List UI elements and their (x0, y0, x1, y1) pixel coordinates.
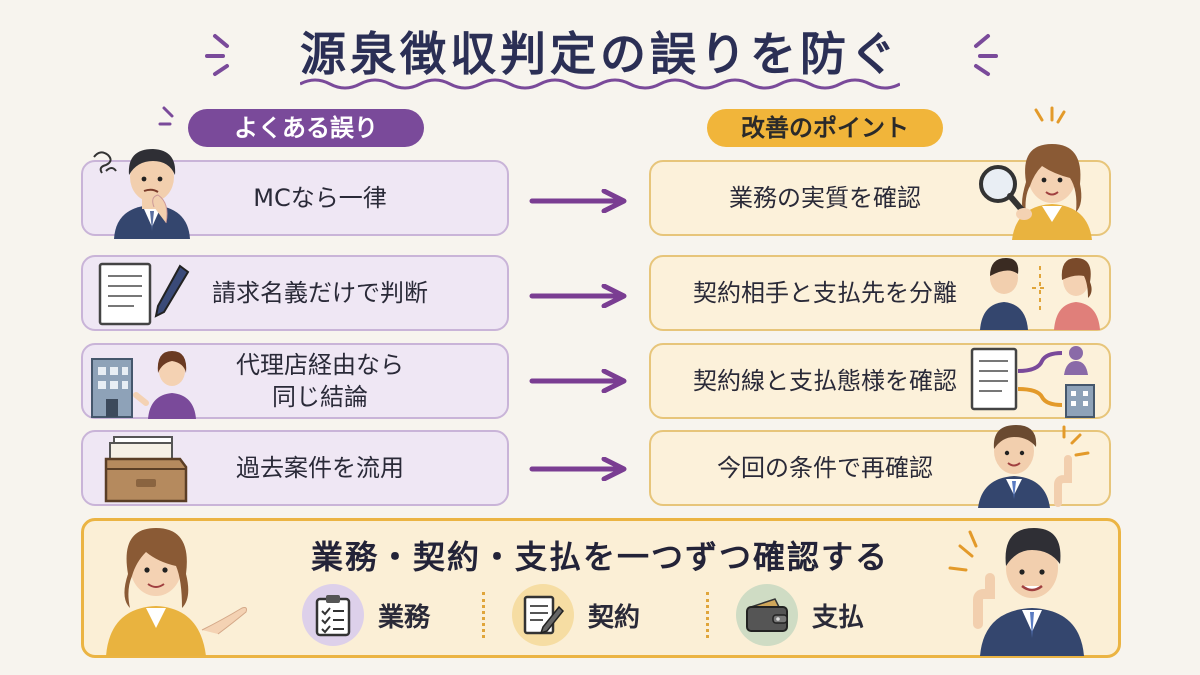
agency-building-woman-icon (91, 351, 196, 419)
two-people-icon (980, 258, 1100, 330)
arrow-4-icon (529, 457, 627, 481)
divider-2 (706, 592, 713, 638)
sparkle-pill-left-icon (158, 106, 174, 126)
woman-presenting-icon (106, 528, 247, 656)
wallet-icon (736, 584, 798, 646)
arrow-3-icon (529, 369, 627, 393)
page-title: 源泉徴収判定の誤りを防ぐ (300, 27, 900, 81)
improvement-card-2: 契約相手と支払先を分離 (649, 255, 1111, 331)
contract-flow-icon (970, 346, 1095, 418)
arrow-1-icon (529, 189, 627, 213)
summary-title: 業務・契約・支払を一つずつ確認する (310, 538, 889, 576)
improvement-text-2: 契約相手と支払先を分離 (693, 278, 957, 307)
mistake-text-2: 請求名義だけで判断 (212, 278, 428, 307)
summary-item-contract-label: 契約 (588, 602, 641, 633)
sparkle-left-icon (205, 34, 229, 76)
mistakes-header: よくある誤り (188, 109, 424, 147)
document-pen-icon (98, 262, 190, 326)
arrow-2-icon (529, 284, 627, 308)
improvement-text-1: 業務の実質を確認 (729, 183, 921, 212)
man-pointing-icon (978, 425, 1090, 508)
summary-item-contract: 契約 (512, 583, 640, 647)
sparkle-right-icon (974, 34, 998, 76)
improvement-card-3: 契約線と支払態様を確認 (649, 343, 1111, 419)
confused-man-icon (93, 149, 190, 239)
man-thumb-icon (948, 528, 1084, 656)
improvement-text-3: 契約線と支払態様を確認 (693, 366, 957, 395)
summary-panel (81, 518, 1121, 658)
improvements-header: 改善のポイント (707, 109, 943, 147)
contract-pen-icon (512, 584, 574, 646)
mistake-text-4: 過去案件を流用 (236, 453, 404, 482)
summary-item-payment: 支払 (736, 583, 864, 647)
summary-item-payment-label: 支払 (812, 602, 865, 633)
sparkle-pill-right-icon (1034, 106, 1066, 124)
summary-item-work: 業務 (302, 583, 430, 647)
woman-magnifier-icon (979, 144, 1092, 240)
title-underline (300, 78, 900, 90)
summary-item-work-label: 業務 (378, 602, 431, 633)
mistake-text-3: 代理店経由なら 同じ結論 (236, 350, 404, 411)
file-box-icon (104, 436, 188, 503)
clipboard-checklist-icon (302, 584, 364, 646)
improvement-text-4: 今回の条件で再確認 (717, 453, 933, 482)
mistake-text-1: MCなら一律 (253, 183, 387, 212)
divider-1 (482, 592, 489, 638)
mistake-card-2: 請求名義だけで判断 (81, 255, 509, 331)
